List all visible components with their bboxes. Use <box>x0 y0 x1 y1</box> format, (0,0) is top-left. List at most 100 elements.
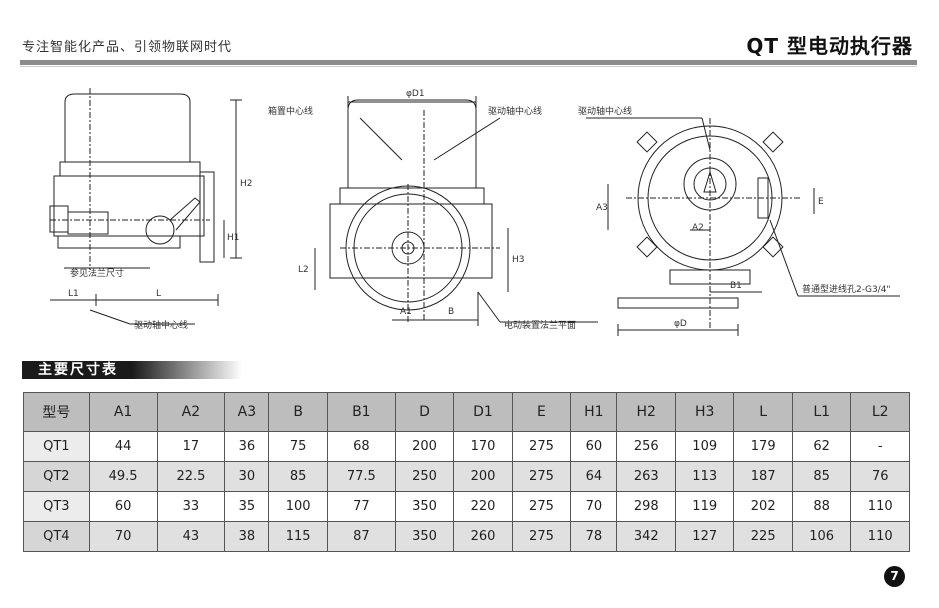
table-cell: 70 <box>570 491 618 522</box>
table-cell: 68 <box>326 431 396 462</box>
label-e: E <box>818 197 824 207</box>
table-cell: 75 <box>268 431 328 462</box>
table-cell: 85 <box>268 461 328 492</box>
table-cell: 179 <box>733 431 793 462</box>
table-cell: 64 <box>570 461 618 492</box>
front-view-drawing <box>314 96 598 326</box>
side-view-drawing <box>49 88 242 325</box>
table-header-cell: L1 <box>791 392 852 432</box>
table-cell: 85 <box>791 461 852 492</box>
table-cell: 275 <box>511 461 572 492</box>
table-cell: 38 <box>224 521 270 552</box>
table-cell: 110 <box>850 521 910 552</box>
table-model-cell: QT3 <box>23 491 90 522</box>
label-phi-d1: φD1 <box>406 89 425 99</box>
table-cell: 200 <box>394 431 455 462</box>
label-drive-center-bottom: 驱动轴中心线 <box>134 319 188 331</box>
table-header-cell: D <box>394 392 455 432</box>
table-cell: 342 <box>616 521 676 552</box>
table-cell: 113 <box>674 461 735 492</box>
table-model-cell: QT4 <box>23 521 90 552</box>
label-drive-center-right: 驱动轴中心线 <box>578 105 632 117</box>
label-phi-d: φD <box>674 319 687 329</box>
table-header-cell: A3 <box>224 392 270 432</box>
table-cell: 200 <box>453 461 513 492</box>
header-title: QT 型电动执行器 <box>746 34 913 58</box>
table-cell: 202 <box>733 491 793 522</box>
table-cell: 78 <box>570 521 618 552</box>
table-header-cell: B1 <box>326 392 396 432</box>
table-cell: 263 <box>616 461 676 492</box>
page-number-badge: 7 <box>884 566 905 587</box>
table-cell: 350 <box>394 521 455 552</box>
dimension-table: 型号 A1 A2 A3 B B1 D D1 E H1 H2 H3 L L1 L2… <box>23 392 910 552</box>
label-h3: H3 <box>512 255 525 265</box>
label-flange-ref: 参见法兰尺寸 <box>70 267 124 279</box>
label-l2: L2 <box>298 265 309 275</box>
table-cell: - <box>850 431 910 462</box>
table-header-cell: L <box>733 392 793 432</box>
label-b1: B1 <box>730 281 742 291</box>
table-cell: 62 <box>791 431 852 462</box>
label-h1: H1 <box>227 233 240 243</box>
technical-drawings: 箱置中心线 驱动轴中心线 驱动轴中心线 φD1 H2 H1 参见法兰尺寸 L1 … <box>49 88 900 336</box>
table-cell: 60 <box>88 491 158 522</box>
table-header-row: 型号 A1 A2 A3 B B1 D D1 E H1 H2 H3 L L1 L2 <box>23 392 910 432</box>
table-cell: 127 <box>674 521 735 552</box>
label-a2: A2 <box>692 223 704 233</box>
table-cell: 275 <box>511 521 572 552</box>
table-cell: 70 <box>88 521 158 552</box>
header-rule <box>20 60 917 65</box>
label-b: B <box>448 307 454 317</box>
table-cell: 44 <box>88 431 158 462</box>
table-header-cell: D1 <box>453 392 513 432</box>
table-model-cell: QT2 <box>23 461 90 492</box>
table-cell: 109 <box>674 431 735 462</box>
table-cell: 119 <box>674 491 735 522</box>
table-cell: 49.5 <box>88 461 158 492</box>
label-inlet: 普通型进线孔2-G3/4" <box>802 283 891 295</box>
table-cell: 88 <box>791 491 852 522</box>
table-header-cell: A2 <box>156 392 226 432</box>
table-cell: 30 <box>224 461 270 492</box>
table-cell: 22.5 <box>156 461 226 492</box>
label-l: L <box>156 289 161 299</box>
table-cell: 33 <box>156 491 226 522</box>
table-cell: 87 <box>326 521 396 552</box>
table-cell: 60 <box>570 431 618 462</box>
table-model-cell: QT1 <box>23 431 90 462</box>
table-cell: 110 <box>850 491 910 522</box>
table-header-cell: B <box>268 392 328 432</box>
section-title-bar <box>22 361 242 379</box>
table-cell: 260 <box>453 521 513 552</box>
table-cell: 100 <box>268 491 328 522</box>
header-rule-thin <box>20 66 917 67</box>
table-cell: 225 <box>733 521 793 552</box>
table-cell: 170 <box>453 431 513 462</box>
table-header-cell: H2 <box>616 392 676 432</box>
label-a3: A3 <box>596 203 608 213</box>
table-header-cell: 型号 <box>23 392 90 432</box>
table-header-cell: H3 <box>674 392 735 432</box>
table-cell: 77 <box>326 491 396 522</box>
table-cell: 35 <box>224 491 270 522</box>
section-title: 主要尺寸表 <box>38 362 118 378</box>
label-l1: L1 <box>68 289 79 299</box>
table-cell: 220 <box>453 491 513 522</box>
table-cell: 106 <box>791 521 852 552</box>
table-cell: 17 <box>156 431 226 462</box>
table-cell: 43 <box>156 521 226 552</box>
table-cell: 115 <box>268 521 328 552</box>
label-a1: A1 <box>400 307 412 317</box>
table-cell: 76 <box>850 461 910 492</box>
table-header-cell: L2 <box>850 392 910 432</box>
table-cell: 250 <box>394 461 455 492</box>
label-h2: H2 <box>240 179 253 189</box>
header-slogan: 专注智能化产品、引领物联网时代 <box>22 40 233 55</box>
table-cell: 298 <box>616 491 676 522</box>
table-header-cell: H1 <box>570 392 618 432</box>
table-cell: 350 <box>394 491 455 522</box>
